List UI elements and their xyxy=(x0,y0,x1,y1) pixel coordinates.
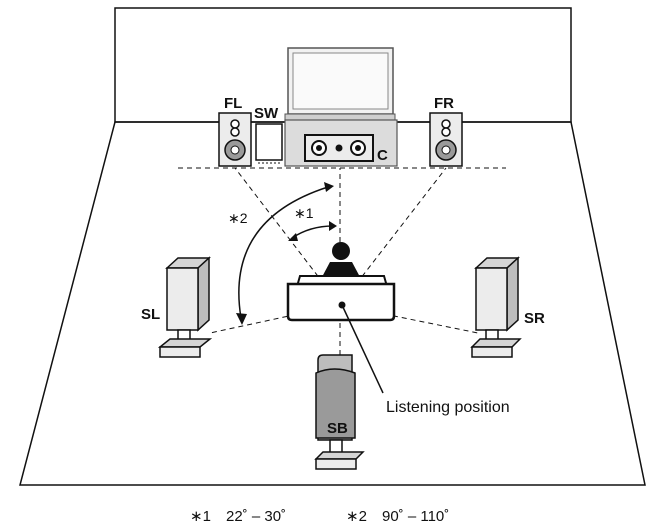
surround-back-speaker xyxy=(314,354,365,470)
listening-position-pointer xyxy=(341,304,384,394)
center-speaker xyxy=(304,134,374,162)
angle-marker-2: ∗2 xyxy=(228,210,248,226)
surround-back-label: SB xyxy=(327,420,348,437)
tv xyxy=(284,47,396,121)
surround-left-speaker xyxy=(157,256,213,358)
listener xyxy=(286,242,396,322)
angle-arc-1 xyxy=(291,225,334,239)
angle-marker-1: ∗1 xyxy=(294,205,314,221)
front-left-speaker xyxy=(218,112,252,167)
front-right-speaker xyxy=(429,112,463,167)
footnote-2-marker: ∗2 xyxy=(346,508,367,525)
front-left-label: FL xyxy=(224,95,242,112)
listening-position-label: Listening position xyxy=(386,399,510,416)
surround-right-label: SR xyxy=(524,310,545,327)
center-label: C xyxy=(377,147,388,164)
footnote-1-range: 22˚ – 30˚ xyxy=(226,508,286,525)
angle-arc-2 xyxy=(238,186,329,319)
surround-left-label: SL xyxy=(141,306,160,323)
surround-right-speaker xyxy=(470,256,522,358)
subwoofer-label: SW xyxy=(254,105,279,122)
footnotes: ∗1 22˚ – 30˚ ∗2 90˚ – 110˚ xyxy=(190,508,449,525)
footnote-1-marker: ∗1 xyxy=(190,508,211,525)
footnote-2-range: 90˚ – 110˚ xyxy=(382,508,449,525)
floor xyxy=(19,121,646,486)
angle-arcs xyxy=(236,182,337,325)
front-right-label: FR xyxy=(434,95,454,112)
subwoofer-speaker xyxy=(255,123,283,164)
